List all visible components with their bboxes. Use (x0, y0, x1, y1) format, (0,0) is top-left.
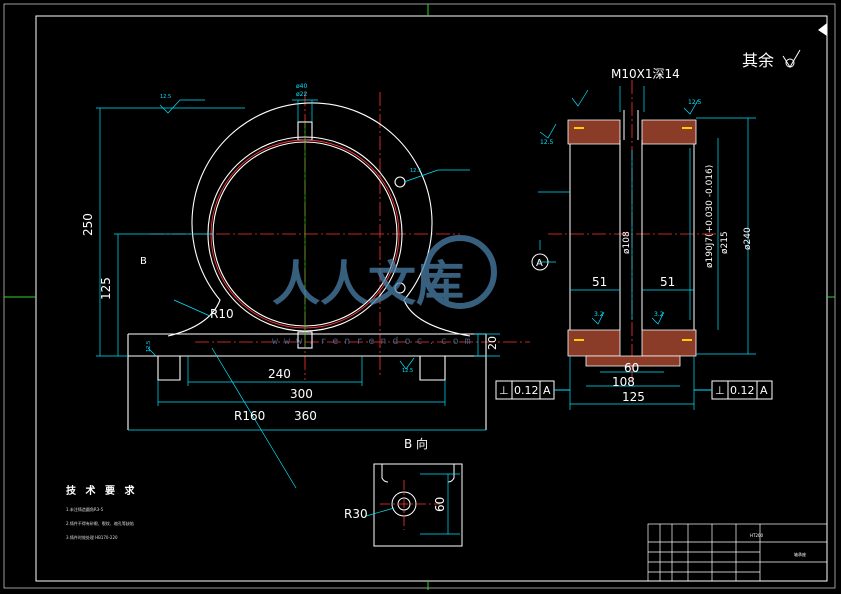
dim-125: 125 (99, 277, 113, 300)
svg-text:⊥: ⊥ (499, 384, 509, 397)
general-roughness-note: 其余 (742, 49, 801, 70)
technical-requirements: 技 术 要 求 1.未注铸造圆角R3-5 2.铸件不得有砂眼、裂纹、缩孔等缺陷 … (66, 482, 137, 549)
section-marker-a: A (531, 253, 549, 271)
dim-dia-240: ø240 (743, 227, 753, 250)
dim-r10: R10 (210, 307, 234, 321)
svg-text:0.12: 0.12 (730, 384, 755, 397)
dim-dia-108: ø108 (622, 231, 632, 254)
dim-r160: R160 (234, 409, 265, 423)
watermark-text: 人人文库 (272, 256, 464, 312)
roughness-front-3: 12.5 (146, 341, 152, 352)
tolerance-frame-right: ⊥ 0.12 A (694, 380, 773, 400)
svg-text:A: A (760, 384, 768, 397)
dim-60: 60 (624, 361, 639, 375)
dim-top-slot-a: ø40 (296, 83, 307, 90)
dim-51-left: 51 (592, 275, 607, 289)
tech-req-note-1: 1.未注铸造圆角R3-5 (66, 507, 104, 512)
watermark: 人人文库 w w w . r e n r e n d o c . c o m (272, 235, 497, 347)
dim-51-right: 51 (660, 275, 675, 289)
title-block (647, 523, 828, 582)
roughness-side-4: 12.5 (688, 99, 702, 106)
roughness-side-2: 3.2 (654, 311, 664, 318)
dim-240: 240 (268, 367, 291, 381)
tolerance-frame-left: ⊥ 0.12 A (495, 380, 570, 400)
roughness-side-3: 12.5 (540, 139, 554, 146)
view-marker-b: B (140, 256, 147, 267)
svg-text:A: A (543, 384, 551, 397)
dim-dia-190: ø190J7(+0.030 -0.016) (705, 165, 715, 268)
svg-text:⊥: ⊥ (715, 384, 725, 397)
dim-top-slot-b: ø22 (296, 91, 307, 98)
svg-text:0.12: 0.12 (514, 384, 539, 397)
title-block-material: HT200 (750, 533, 764, 538)
tech-req-note-3: 3.铸件时效处理 HB170-220 (66, 535, 118, 540)
roughness-front-1: 12.5 (160, 94, 171, 100)
drawing-border (3, 3, 836, 590)
b-view-title: B 向 (404, 436, 428, 451)
dim-20: 20 (486, 336, 499, 350)
roughness-front-2: 12.5 (402, 368, 413, 374)
tech-req-title: 技 术 要 求 (66, 486, 138, 497)
side-section-view: M10X1深14 51 51 60 108 125 ø108 ø190J7(+0… (495, 67, 773, 410)
dim-360: 360 (294, 409, 317, 423)
dim-250: 250 (81, 213, 95, 236)
dim-108: 108 (612, 375, 635, 389)
front-view: 250 125 20 240 300 360 R160 R10 B ø40 ø2… (81, 83, 530, 489)
thread-note: M10X1深14 (611, 67, 680, 81)
tech-req-note-2: 2.铸件不得有砂眼、裂纹、缩孔等缺陷 (66, 521, 134, 526)
b-view-radius: R30 (344, 507, 368, 521)
svg-text:A: A (536, 258, 543, 269)
dim-dia-215: ø215 (720, 231, 730, 254)
title-block-part: 轴承座 (794, 551, 806, 557)
roughness-side-1: 3.2 (594, 311, 604, 318)
b-view-height: 60 (433, 497, 447, 512)
dim-300: 300 (290, 387, 313, 401)
roughness-front-4: 12.5 (410, 168, 421, 174)
svg-text:其余: 其余 (742, 51, 774, 70)
watermark-url: w w w . r e n r e n d o c . c o m (272, 336, 471, 347)
dim-125: 125 (622, 390, 645, 404)
b-view: B 向 R30 60 (344, 436, 463, 547)
